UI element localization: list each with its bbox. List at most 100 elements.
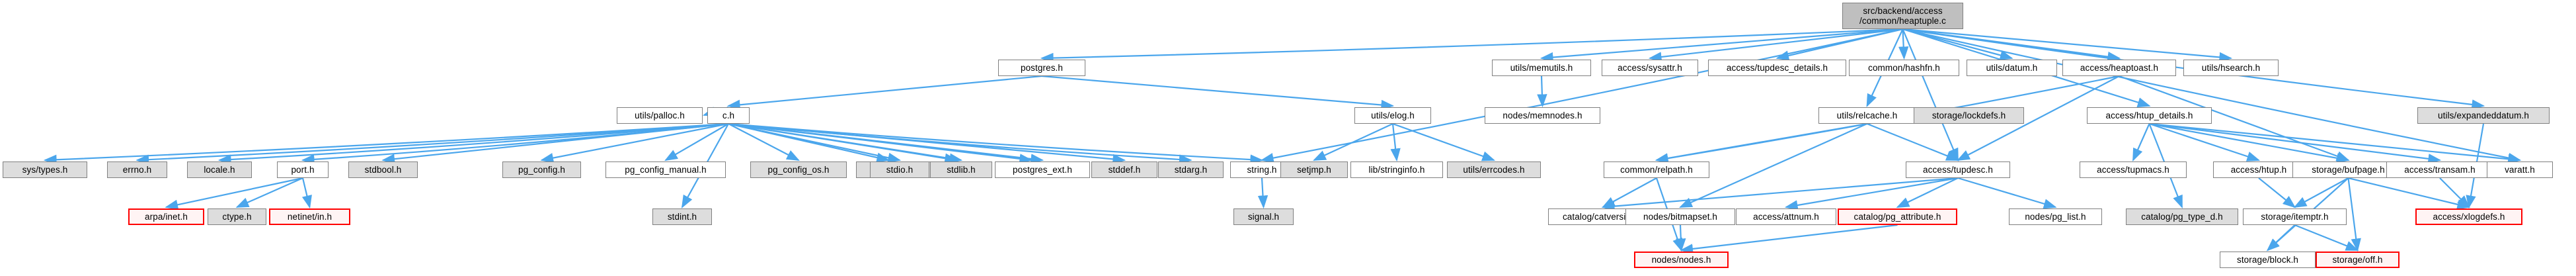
edge: [1902, 28, 1959, 162]
node-utils-errcodes-h[interactable]: utils/errcodes.h: [1447, 161, 1541, 178]
node-sys-types-h[interactable]: sys/types.h: [3, 161, 87, 178]
node-utils-hsearch-h[interactable]: utils/hsearch.h: [2183, 60, 2279, 76]
edge: [1655, 122, 1867, 163]
node-access-sysattr-h[interactable]: access/sysattr.h: [1602, 60, 1698, 76]
node-common-hashfn-h[interactable]: common/hashfn.h: [1849, 60, 1959, 76]
edge: [1260, 28, 1903, 163]
node-utils-expandeddatum-h[interactable]: utils/expandeddatum.h: [2417, 107, 2550, 124]
node-pg-config-manual-h[interactable]: pg_config_manual.h: [605, 161, 726, 178]
node-netinet-in-h[interactable]: netinet/in.h: [269, 208, 350, 225]
edge: [1896, 177, 1959, 208]
node-lib-stringinfo-h[interactable]: lib/stringinfo.h: [1350, 161, 1443, 178]
node-access-heaptoast-h[interactable]: access/heaptoast.h: [2062, 60, 2176, 76]
root-node-heaptuple-c[interactable]: src/backend/access /common/heaptuple.c: [1842, 3, 1963, 29]
node-stdint-h[interactable]: stdint.h: [652, 208, 712, 225]
node-varatt-h[interactable]: varatt.h: [2487, 161, 2553, 178]
node-signal-h[interactable]: signal.h: [1233, 208, 1294, 225]
edge: [728, 122, 902, 163]
node-nodes-nodes-h[interactable]: nodes/nodes.h: [1634, 252, 1729, 268]
node-access-tupdesc-h[interactable]: access/tupdesc.h: [1906, 161, 2010, 178]
root-label-line1: src/backend/access: [1863, 6, 1943, 16]
edge: [2149, 122, 2522, 164]
node-locale-h[interactable]: locale.h: [187, 161, 252, 178]
node-storage-bufpage-h[interactable]: storage/bufpage.h: [2292, 161, 2404, 178]
node-nodes-memnodes-h[interactable]: nodes/memnodes.h: [1485, 107, 1600, 124]
node-storage-itemptr-h[interactable]: storage/itemptr.h: [2243, 208, 2347, 225]
node-access-htup-h[interactable]: access/htup.h: [2213, 161, 2304, 178]
edge: [235, 177, 303, 208]
node-storage-lockdefs-h[interactable]: storage/lockdefs.h: [1914, 107, 2024, 124]
edge: [1540, 28, 1903, 63]
edge: [165, 177, 303, 210]
node-utils-relcache-h[interactable]: utils/relcache.h: [1818, 107, 1916, 124]
node-stdlib-h[interactable]: stdlib.h: [930, 161, 992, 178]
edge: [1957, 177, 2057, 209]
node-stdio-h[interactable]: stdio.h: [870, 161, 929, 178]
node-access-tupmacs-h[interactable]: access/tupmacs.h: [2080, 161, 2187, 178]
node-utils-datum-h[interactable]: utils/datum.h: [1967, 60, 2057, 76]
node-utils-palloc-h[interactable]: utils/palloc.h: [617, 107, 703, 124]
edge: [1867, 122, 1960, 161]
edge: [2132, 123, 2150, 162]
node-nodes-bitmapset-h[interactable]: nodes/bitmapset.h: [1625, 208, 1735, 225]
node-catalog-pg-attribute-h[interactable]: catalog/pg_attribute.h: [1838, 208, 1957, 225]
edge: [2294, 224, 2359, 252]
edge: [1678, 122, 1867, 208]
root-label-line2: /common/heaptuple.c: [1859, 16, 1946, 26]
edge: [1601, 177, 1959, 212]
node-pg-config-os-h[interactable]: pg_config_os.h: [750, 161, 847, 178]
node-stddef-h[interactable]: stddef.h: [1091, 161, 1157, 178]
node-stdbool-h[interactable]: stdbool.h: [348, 161, 418, 178]
edge: [540, 122, 729, 163]
node-c-h[interactable]: c.h: [707, 107, 750, 124]
edge: [728, 122, 1192, 165]
node-access-htup-details-h[interactable]: access/htup_details.h: [2087, 107, 2212, 124]
edge: [728, 122, 963, 163]
edge: [1313, 123, 1393, 161]
node-postgres-ext-h[interactable]: postgres_ext.h: [995, 161, 1090, 178]
edge: [728, 122, 1044, 164]
edge: [1390, 123, 1401, 162]
node-access-transam-h[interactable]: access/transam.h: [2386, 161, 2493, 178]
node-pg-config-h[interactable]: pg_config.h: [502, 161, 581, 178]
edge: [217, 122, 729, 165]
node-arpa-inet-h[interactable]: arpa/inet.h: [128, 208, 204, 225]
edge: [726, 75, 1042, 111]
edge: [1902, 28, 2522, 163]
node-stdarg-h[interactable]: stdarg.h: [1158, 161, 1224, 178]
node-setjmp-h[interactable]: setjmp.h: [1280, 161, 1348, 178]
edge: [664, 123, 729, 161]
node-port-h[interactable]: port.h: [277, 161, 329, 178]
node-errno-h[interactable]: errno.h: [107, 161, 167, 178]
edge: [1680, 224, 1898, 254]
node-access-attnum-h[interactable]: access/attnum.h: [1736, 208, 1836, 225]
node-access-xlogdefs-h[interactable]: access/xlogdefs.h: [2415, 208, 2522, 225]
edge: [1676, 224, 1686, 252]
edge: [2149, 122, 2261, 161]
node-postgres-h[interactable]: postgres.h: [998, 60, 1085, 76]
edge: [728, 123, 800, 161]
node-utils-memutils-h[interactable]: utils/memutils.h: [1492, 60, 1591, 76]
edge: [2149, 122, 2442, 164]
edge: [1957, 75, 2120, 161]
node-utils-elog-h[interactable]: utils/elog.h: [1354, 107, 1431, 124]
node-storage-off-h[interactable]: storage/off.h: [2316, 252, 2400, 268]
edge: [2293, 177, 2349, 208]
node-access-tupdesc-details-h[interactable]: access/tupdesc_details.h: [1708, 60, 1846, 76]
node-storage-block-h[interactable]: storage/block.h: [2220, 252, 2316, 268]
node-common-relpath-h[interactable]: common/relpath.h: [1604, 161, 1709, 178]
edge: [1784, 177, 1959, 210]
edge: [1040, 28, 1903, 64]
edge: [1041, 75, 1395, 111]
edge: [2347, 177, 2361, 252]
node-ctype-h[interactable]: ctype.h: [208, 208, 266, 225]
edge: [2266, 224, 2296, 252]
edge: [1898, 28, 1909, 60]
node-catalog-pg-type-d-h[interactable]: catalog/pg_type_d.h: [2126, 208, 2238, 225]
edge: [381, 122, 729, 164]
node-nodes-pg-list-h[interactable]: nodes/pg_list.h: [2009, 208, 2102, 225]
edge: [1648, 28, 1903, 62]
edge: [2348, 177, 2471, 210]
